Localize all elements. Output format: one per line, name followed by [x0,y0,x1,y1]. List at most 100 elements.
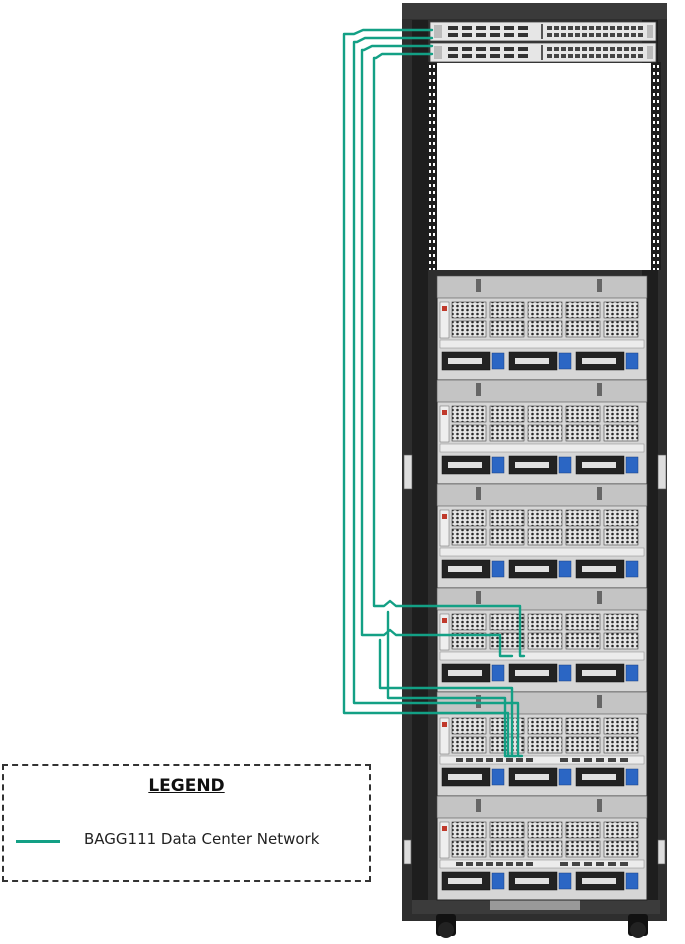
fan-grille [489,821,525,839]
uplink-port [584,758,592,762]
fan-grille [489,613,525,631]
enclosure-top-bay [436,795,648,819]
switch-port [504,54,514,58]
switch-port [624,54,629,58]
top-bay-latch [476,279,481,292]
switch-port [462,54,472,58]
switch-port [582,54,587,58]
switch-port [547,54,552,58]
switch-port [596,47,601,51]
uplink-port [516,758,523,762]
blue-latch [491,768,505,786]
network-cables [342,28,526,758]
status-led [442,306,447,311]
fan-grille [603,632,639,650]
power-module-label [448,878,482,884]
power-module-label [515,774,549,780]
switch-port [610,26,615,30]
top-bay-latch [597,487,602,500]
io-strip [439,443,645,453]
blue-latch [491,664,505,682]
uplink-port [596,862,604,866]
fan-grille [489,405,525,423]
switch-port [518,47,528,51]
fan-grille [527,632,563,650]
switch-port [603,47,608,51]
uplink-port [526,758,533,762]
server-enclosure [436,795,648,901]
power-module-label [582,670,616,676]
switch-ear [434,25,442,38]
legend-swatch-network [16,840,60,843]
blue-latch [558,768,572,786]
switch-ear [434,46,442,59]
switch-divider [541,45,543,60]
switch-port [638,47,643,51]
power-module-label [515,670,549,676]
top-bay-latch [597,591,602,604]
switch-ear [647,46,653,59]
blue-latch [491,560,505,578]
fan-grille [565,840,601,858]
fan-grille [603,405,639,423]
status-led [442,826,447,831]
fan-grille [451,736,487,754]
fan-grille [527,821,563,839]
blue-latch [625,664,639,682]
switch-port [638,54,643,58]
uplink-port [596,758,604,762]
fan-grille [451,613,487,631]
switch-port [504,26,514,30]
uplink-port [466,758,473,762]
top-bay-latch [597,799,602,812]
power-module-label [582,462,616,468]
uplink-port [526,862,533,866]
switch-port [448,54,458,58]
power-module-label [448,670,482,676]
switch-port [631,26,636,30]
power-module-label [582,358,616,364]
fan-grille [489,424,525,442]
power-module-label [448,774,482,780]
power-module-label [515,566,549,572]
io-strip [439,339,645,349]
legend: LEGEND BAGG111 Data Center Network [2,764,371,882]
network-cable [342,28,518,758]
fan-grille [451,840,487,858]
switch-port [582,33,587,37]
switch-port [575,26,580,30]
switch-port [554,47,559,51]
switch-port [561,54,566,58]
fan-grille [527,320,563,338]
switch-port [504,33,514,37]
switch-port [582,47,587,51]
top-bay-latch [476,487,481,500]
blue-latch [491,872,505,890]
switch-port [596,33,601,37]
uplink-port [560,758,568,762]
enclosure-ear [439,509,450,547]
switch-port [490,26,500,30]
switch-port [638,26,643,30]
switch-port [561,26,566,30]
top-bay-latch [597,383,602,396]
power-module-label [448,566,482,572]
fan-grille [565,320,601,338]
switch-port [603,33,608,37]
switch-port [631,47,636,51]
switch-port [518,54,528,58]
fan-grille [527,736,563,754]
switch-port [638,33,643,37]
switch-port [624,26,629,30]
server-enclosure [436,691,648,797]
fan-grille [603,528,639,546]
blue-latch [558,560,572,578]
switch-port [568,47,573,51]
switch-port [610,54,615,58]
switch-ear [647,25,653,38]
fan-grille [451,509,487,527]
fan-grille [451,301,487,319]
fan-grille [527,613,563,631]
fan-grille [565,528,601,546]
server-enclosure [436,483,648,589]
